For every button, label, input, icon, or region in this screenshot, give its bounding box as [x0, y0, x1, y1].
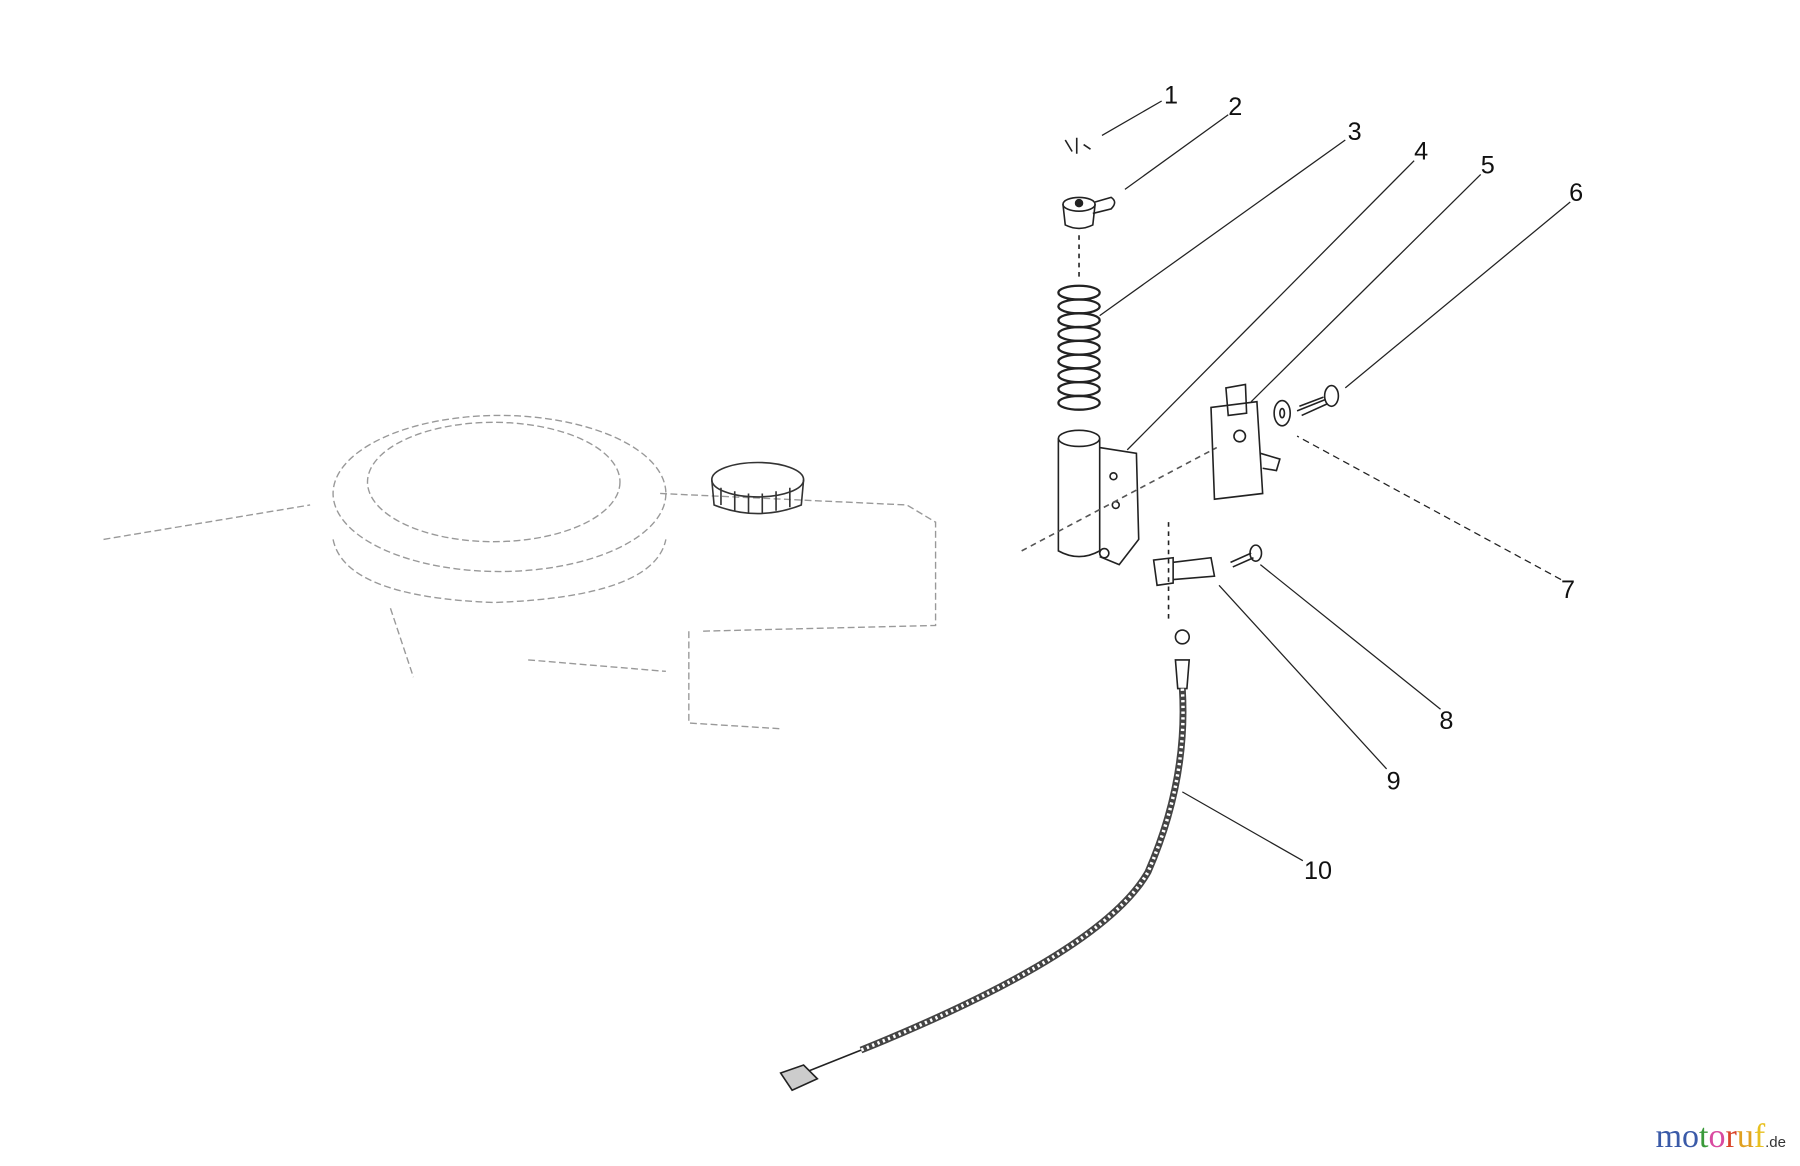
watermark-letter: o [1708, 1118, 1726, 1155]
part-10-cable [779, 629, 1191, 1092]
engine-outline [103, 414, 937, 730]
callout-10: 10 [1304, 857, 1332, 885]
part-9-clip [1152, 522, 1216, 620]
callout-5: 5 [1481, 151, 1495, 179]
watermark-letter: f [1753, 1118, 1766, 1155]
part-8-screw [1230, 544, 1263, 568]
part-6-screw [1296, 384, 1340, 417]
part-4-bracket [1057, 429, 1140, 566]
callout-3: 3 [1348, 118, 1362, 146]
part-7-washer [1273, 399, 1292, 427]
watermark-letter: o [1682, 1118, 1700, 1155]
fuel-cap [710, 461, 805, 515]
callout-9: 9 [1387, 768, 1401, 796]
callout-8: 8 [1439, 707, 1453, 735]
part-5-switch [1210, 383, 1281, 501]
watermark-letter: t [1699, 1118, 1709, 1155]
callout-7: 7 [1561, 576, 1575, 604]
part-3-spring [1057, 284, 1101, 411]
callout-4: 4 [1414, 138, 1428, 166]
watermark-suffix: .de [1765, 1134, 1786, 1151]
part-1-screw [1064, 137, 1091, 154]
leader-lines [1099, 100, 1571, 862]
watermark-letter: r [1725, 1118, 1737, 1155]
watermark-letter: m [1655, 1118, 1683, 1155]
callout-6: 6 [1569, 179, 1583, 207]
watermark-letter: u [1736, 1118, 1754, 1155]
callout-1: 1 [1164, 81, 1178, 109]
callout-labels: 1 2 3 4 5 6 7 8 9 10 [1164, 81, 1583, 885]
callout-2: 2 [1228, 93, 1242, 121]
part-2-lever [1062, 196, 1116, 230]
watermark-logo: motoruf.de [1656, 1118, 1786, 1156]
